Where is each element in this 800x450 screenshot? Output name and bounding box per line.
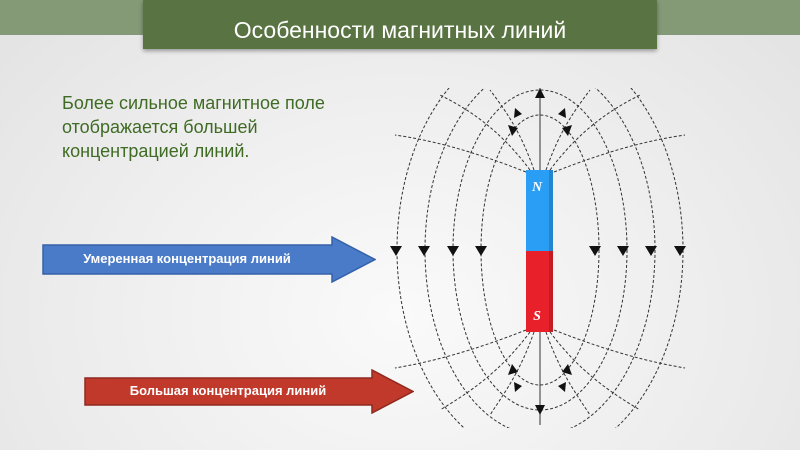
high-concentration-label: Большая концентрация линий	[129, 383, 327, 398]
high-concentration-arrow: Большая концентрация линий	[84, 369, 414, 414]
slide-title: Особенности магнитных линий	[233, 17, 567, 43]
moderate-concentration-arrow: Умеренная концентрация линий	[42, 236, 376, 283]
south-label: S	[533, 309, 541, 324]
magnet-north	[526, 170, 553, 251]
arrow-up-icon	[535, 88, 545, 98]
direction-arrows	[390, 88, 686, 415]
bar-magnet: N S	[526, 170, 553, 332]
arrow-down-icon	[535, 405, 545, 415]
moderate-concentration-label: Умеренная концентрация линий	[83, 251, 291, 266]
title-box	[143, 0, 657, 49]
magnet-south	[526, 251, 553, 332]
description-text: Более сильное магнитное поле отображаетс…	[62, 93, 325, 161]
north-label: N	[531, 180, 543, 195]
